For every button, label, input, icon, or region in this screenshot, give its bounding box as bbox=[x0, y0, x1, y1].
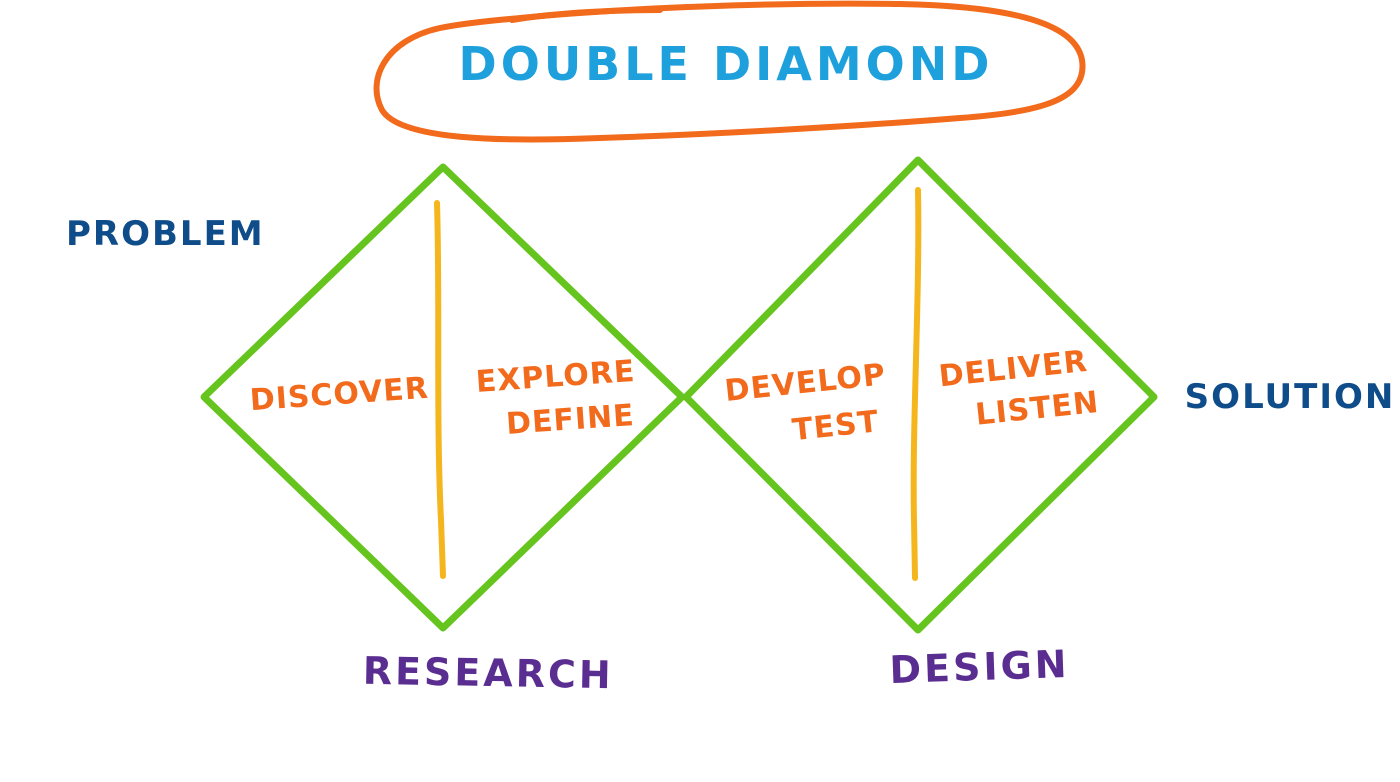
divider-right bbox=[910, 187, 922, 581]
title-outline-overlap bbox=[509, 7, 663, 23]
phase-deliver-listen: DELIVER LISTEN bbox=[937, 343, 1105, 436]
title-outline bbox=[373, 0, 1086, 143]
diamond-right bbox=[682, 156, 1158, 634]
stage-design: DESIGN bbox=[889, 642, 1070, 692]
stage-research: RESEARCH bbox=[362, 649, 614, 697]
phase-discover: DISCOVER bbox=[249, 371, 430, 418]
diamond-left bbox=[200, 163, 686, 632]
phase-develop-test: DEVELOP TEST bbox=[723, 356, 904, 455]
title-text: DOUBLE DIAMOND bbox=[459, 37, 994, 91]
problem-label: PROBLEM bbox=[66, 214, 265, 254]
phase-explore-define: EXPLORE DEFINE bbox=[475, 353, 651, 444]
solution-label: SOLUTION bbox=[1185, 377, 1396, 417]
divider-left bbox=[434, 200, 446, 579]
